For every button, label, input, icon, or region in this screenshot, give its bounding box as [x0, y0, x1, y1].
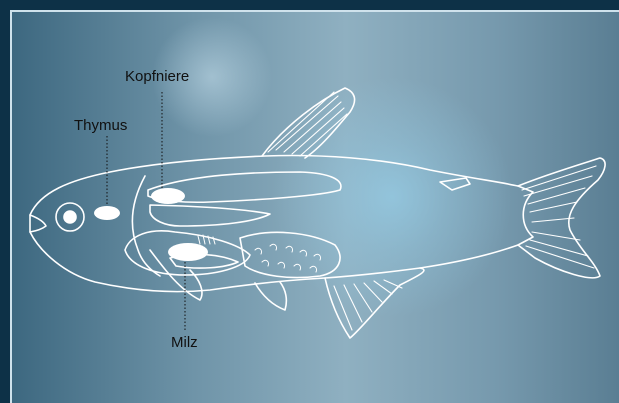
gut-upper [150, 205, 270, 226]
label-thymus: Thymus [74, 117, 127, 134]
fish-eye-inner [64, 211, 76, 223]
adipose-fin [440, 178, 470, 190]
egg-cluster [240, 232, 340, 277]
label-milz: Milz [171, 334, 198, 351]
milz-organ [168, 243, 208, 261]
label-kopfniere: Kopfniere [125, 68, 189, 85]
thymus-organ [94, 206, 120, 220]
anal-fin [325, 268, 424, 338]
fish-mouth [30, 215, 46, 232]
kopfniere-organ [151, 188, 185, 204]
fish-body-outline [30, 156, 533, 292]
pelvic-fin [255, 282, 286, 310]
dorsal-fin [262, 88, 355, 158]
